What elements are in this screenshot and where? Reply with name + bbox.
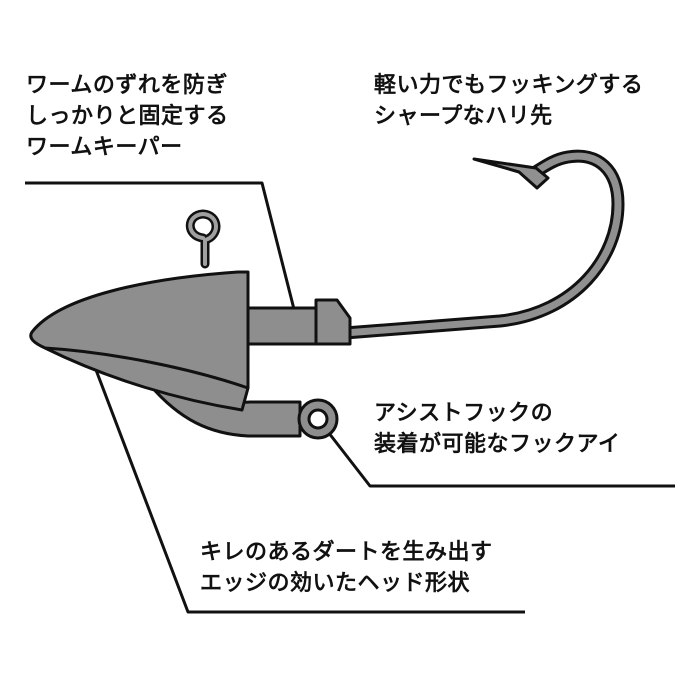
callout-worm-keeper: ワームのずれを防ぎ しっかりと固定する ワームキーパー <box>26 70 229 163</box>
callout-head-shape-line1: キレのあるダートを生み出す <box>200 540 493 565</box>
callout-worm-keeper-line1: ワームのずれを防ぎ <box>26 73 228 98</box>
leader-lines <box>25 181 675 614</box>
head-edge-line <box>44 346 249 390</box>
callout-worm-keeper-line2: しっかりと固定する <box>26 104 229 129</box>
callout-hook-eye-line1: アシストフックの <box>374 401 554 426</box>
callout-hook-point-line1: 軽い力でもフッキングする <box>374 73 644 98</box>
callout-hook-point-line2: シャープなハリ先 <box>374 104 553 129</box>
callout-hook-eye: アシストフックの 装着が可能なフックアイ <box>374 398 620 460</box>
leader-line-head <box>91 361 525 614</box>
jig-head <box>29 270 250 412</box>
leader-line-eye <box>323 427 675 488</box>
leader-line-keeper <box>25 181 300 326</box>
callout-head-shape-line2: エッジの効いたヘッド形状 <box>200 571 471 596</box>
callout-hook-point: 軽い力でもフッキングする シャープなハリ先 <box>374 70 643 132</box>
callout-hook-eye-line2: 装着が可能なフックアイ <box>374 432 621 457</box>
worm-keeper <box>246 298 352 346</box>
callout-worm-keeper-line3: ワームキーパー <box>26 135 183 160</box>
line-tie-eye <box>185 209 221 269</box>
callout-head-shape: キレのあるダートを生み出す エッジの効いたヘッド形状 <box>200 537 493 599</box>
hook-barb-point <box>472 157 550 190</box>
hook <box>344 149 625 340</box>
head-body <box>29 270 250 412</box>
hook-wire <box>344 149 625 340</box>
